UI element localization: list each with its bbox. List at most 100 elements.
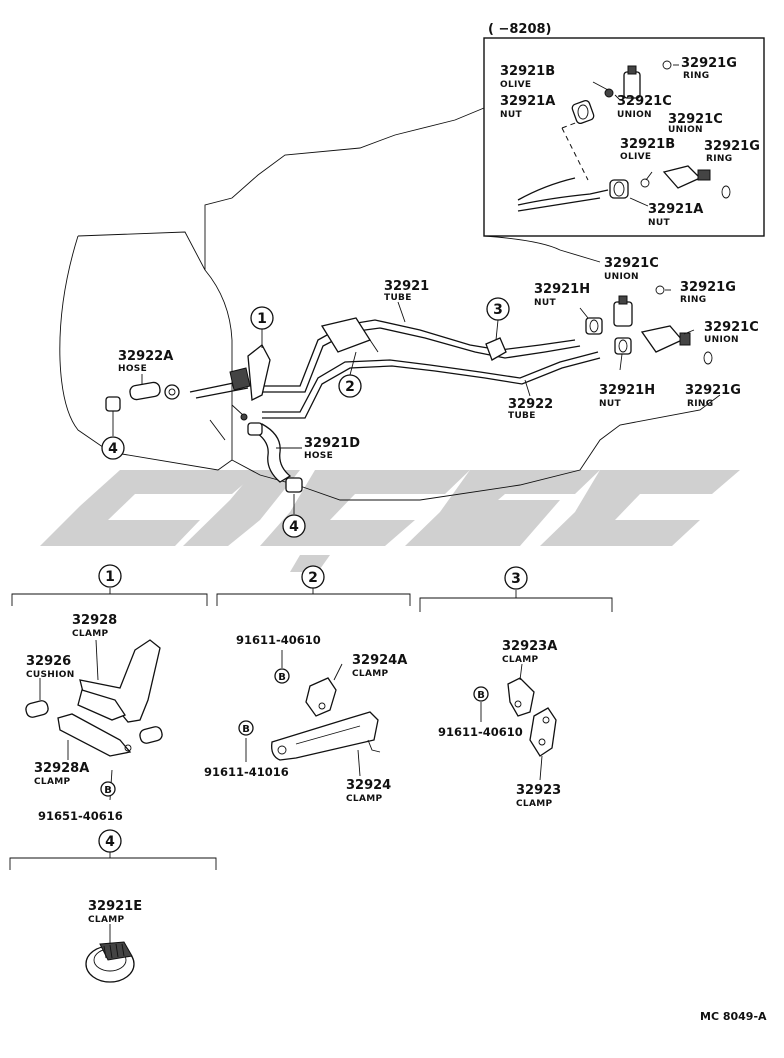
detail-1-parts [25,639,163,801]
svg-text:CLAMP: CLAMP [516,799,552,809]
part-label-32926: 32926 CUSHION [26,654,75,680]
svg-text:OLIVE: OLIVE [620,152,651,162]
svg-text:32921C: 32921C [704,320,759,335]
callout-2-main: 2 [338,351,362,398]
svg-text:91611-40610: 91611-40610 [236,633,321,647]
svg-text:B: B [104,785,112,796]
callout-3-detail: 3 [504,566,528,590]
svg-text:4: 4 [105,834,115,850]
svg-text:32923A: 32923A [502,639,557,654]
svg-text:32921G: 32921G [685,383,741,398]
detail-3-parts: B [473,663,557,781]
part-label-32924A: 32924A CLAMP [352,653,407,679]
bolt-91611-40610-a: 91611-40610 [236,633,321,647]
svg-text:NUT: NUT [500,110,522,120]
inset-serial-range: ( −8208) [488,22,551,37]
svg-text:32921D: 32921D [304,436,360,451]
part-label-32928: 32928 CLAMP [72,613,117,639]
svg-text:32921C: 32921C [617,94,672,109]
svg-text:32921G: 32921G [704,139,760,154]
part-label-32921B-b: 32921B OLIVE [620,137,675,162]
callout-4-main-right: 4 [282,514,306,538]
part-label-32921G-a: 32921G RING [681,56,737,81]
svg-text:RING: RING [683,71,709,81]
svg-text:TUBE: TUBE [508,411,536,421]
part-label-32924: 32924 CLAMP [346,778,391,804]
svg-text:32921H: 32921H [534,282,590,297]
svg-text:UNION: UNION [617,110,652,120]
left-hose-area [105,374,303,514]
callout-4-detail: 4 [98,829,122,853]
svg-text:TUBE: TUBE [384,293,412,303]
part-label-32921-tube: 32921 TUBE [384,279,429,323]
svg-text:RING: RING [687,399,713,409]
part-label-32922A: 32922A HOSE [118,349,173,374]
svg-text:1: 1 [257,311,267,327]
svg-text:CLAMP: CLAMP [88,915,124,925]
part-label-32923A: 32923A CLAMP [502,639,557,665]
svg-text:2: 2 [345,379,355,395]
part-label-32922-tube: 32922 TUBE [508,379,553,421]
svg-text:32921E: 32921E [88,899,142,914]
svg-text:32922: 32922 [508,397,553,412]
svg-text:3: 3 [493,302,503,318]
svg-text:CLAMP: CLAMP [72,629,108,639]
svg-text:HOSE: HOSE [118,364,147,374]
part-label-32921E: 32921E CLAMP [88,899,142,925]
svg-text:CLAMP: CLAMP [502,655,538,665]
right-fittings [579,285,713,371]
svg-text:32921G: 32921G [680,280,736,295]
svg-text:32928A: 32928A [34,761,89,776]
svg-text:UNION: UNION [668,125,703,135]
svg-text:UNION: UNION [704,335,739,345]
svg-text:HOSE: HOSE [304,451,333,461]
part-label-32921H-b: 32921H NUT [599,383,655,409]
svg-text:32924: 32924 [346,778,391,793]
part-label-32921H-a: 32921H NUT [534,282,590,308]
svg-text:CLAMP: CLAMP [34,777,70,787]
bolt-91651-40616: B 91651-40616 [38,781,123,823]
bolt-91611-41016: 91611-41016 [204,765,289,779]
svg-text:1: 1 [105,569,115,585]
svg-text:4: 4 [108,441,118,457]
part-label-32921A-b: 32921A NUT [648,202,703,228]
detail-brackets [9,588,613,870]
svg-text:32921A: 32921A [500,94,555,109]
svg-text:CLAMP: CLAMP [352,669,388,679]
svg-text:CUSHION: CUSHION [26,670,75,680]
svg-text:32922A: 32922A [118,349,173,364]
svg-text:NUT: NUT [648,218,670,228]
callout-3-main: 3 [486,297,510,341]
svg-text:32926: 32926 [26,654,71,669]
svg-text:32921B: 32921B [500,64,555,79]
svg-text:32923: 32923 [516,783,561,798]
svg-text:UNION: UNION [604,272,639,282]
part-label-32921G-b: 32921G RING [704,139,760,164]
callout-4-main-left: 4 [101,436,125,460]
svg-text:32921C: 32921C [604,256,659,271]
svg-text:RING: RING [706,154,732,164]
svg-text:32921: 32921 [384,279,429,294]
svg-text:32921B: 32921B [620,137,675,152]
part-label-32921C-a: 32921C UNION [617,94,672,120]
svg-text:RING: RING [680,295,706,305]
svg-text:32921A: 32921A [648,202,703,217]
footer-code: MC 8049-A [700,1010,767,1023]
fuel-tubes [189,317,601,421]
part-label-32921A-a: 32921A NUT [500,94,555,120]
detail-4-parts [85,924,135,983]
part-label-32921D: 32921D HOSE [304,436,360,461]
svg-text:B: B [242,724,250,735]
svg-text:91611-40610: 91611-40610 [438,725,523,739]
svg-text:32921C: 32921C [668,112,723,127]
part-label-32921C-b: 32921C UNION [668,112,723,135]
svg-text:B: B [278,672,286,683]
svg-text:2: 2 [308,570,318,586]
svg-text:91651-40616: 91651-40616 [38,809,123,823]
part-label-32921C-d: 32921C UNION [704,320,759,345]
part-label-32923: 32923 CLAMP [516,783,561,809]
svg-text:NUT: NUT [534,298,556,308]
inset-panel: ( −8208) [483,22,765,237]
svg-text:NUT: NUT [599,399,621,409]
